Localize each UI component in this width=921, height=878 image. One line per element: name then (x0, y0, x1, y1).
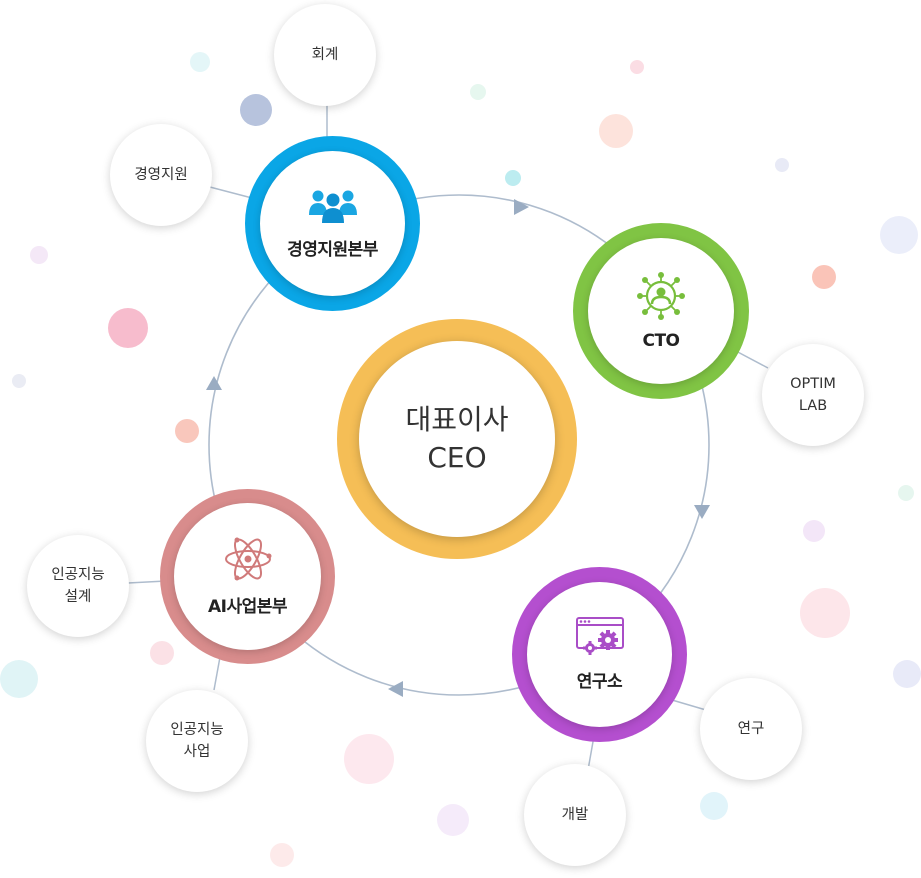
decor-dot (108, 308, 148, 348)
subnode-accounting[interactable]: 회계 (274, 4, 376, 106)
subnode-label: 인공지능 (51, 567, 105, 583)
decor-dot (505, 170, 521, 186)
decor-dot (270, 843, 294, 867)
decor-dot (470, 84, 486, 100)
decor-dot (344, 734, 394, 784)
decor-dot (175, 419, 199, 443)
connector-line (671, 699, 707, 711)
orbit-arrow-icon (694, 505, 710, 519)
subnode-ai-design[interactable]: 인공지능 설계 (27, 535, 129, 637)
ceo-subtitle: CEO (427, 441, 487, 474)
ceo-node[interactable]: 대표이사 CEO (337, 319, 577, 559)
subnode-development[interactable]: 개발 (524, 764, 626, 866)
dept-node-inner: 연구소 (527, 582, 672, 727)
subnode-label: 경영지원 (134, 167, 188, 183)
decor-dot (880, 216, 918, 254)
orbit-ring (208, 194, 710, 696)
dept-management-support[interactable]: 경영지원본부 (245, 136, 420, 311)
ceo-node-inner: 대표이사 CEO (359, 341, 555, 537)
decor-dot (800, 588, 850, 638)
dept-node-inner: AI사업본부 (174, 503, 321, 650)
dept-cto[interactable]: CTO (573, 223, 749, 399)
decor-dot (700, 792, 728, 820)
decor-dot (437, 804, 469, 836)
dept-node-inner: 경영지원본부 (260, 151, 405, 296)
decor-dot (12, 374, 26, 388)
dept-label: CTO (642, 331, 680, 351)
atom-icon (224, 537, 271, 581)
decor-dot (775, 158, 789, 172)
window-gears-icon (575, 617, 624, 655)
network-person-icon (637, 272, 685, 320)
connector-line (127, 580, 167, 584)
subnode-management-support[interactable]: 경영지원 (110, 124, 212, 226)
orbit-arrow-icon (388, 681, 403, 697)
subnode-optim-lab[interactable]: OPTIM LAB (762, 344, 864, 446)
subnode-label: 인공지능 (170, 722, 224, 738)
ceo-title: 대표이사 (405, 403, 509, 436)
decor-dot (150, 641, 174, 665)
dept-research-lab[interactable]: 연구소 (512, 567, 687, 742)
decor-dot (190, 52, 210, 72)
dept-node-inner: CTO (588, 238, 734, 384)
subnode-label: LAB (798, 398, 828, 414)
dept-label: AI사업본부 (207, 597, 288, 617)
dept-label: 연구소 (576, 672, 623, 692)
connector-line (205, 185, 253, 199)
subnode-ai-business[interactable]: 인공지능 사업 (146, 690, 248, 792)
decor-dot (898, 485, 914, 501)
decor-dot (812, 265, 836, 289)
people-group-icon (308, 190, 357, 223)
subnode-label: 사업 (183, 744, 211, 760)
subnode-label: 설계 (64, 589, 92, 605)
decor-dot (893, 660, 921, 688)
subnode-label: 개발 (561, 807, 589, 823)
connector-line (733, 349, 769, 369)
subnode-label: 연구 (737, 721, 765, 737)
dept-ai-business[interactable]: AI사업본부 (160, 489, 335, 664)
decor-dot (630, 60, 644, 74)
connector-line (213, 656, 221, 691)
orbit-arrow-icon (514, 199, 529, 215)
subnode-label: 회계 (311, 47, 339, 63)
decor-dot (240, 94, 272, 126)
decor-dot (0, 660, 38, 698)
dept-label: 경영지원본부 (287, 240, 378, 260)
decor-dot (599, 114, 633, 148)
decor-dot (30, 246, 48, 264)
subnode-label: OPTIM (790, 376, 836, 392)
subnode-research[interactable]: 연구 (700, 678, 802, 780)
decor-dot (803, 520, 825, 542)
orbit-arrow-icon (206, 376, 222, 390)
